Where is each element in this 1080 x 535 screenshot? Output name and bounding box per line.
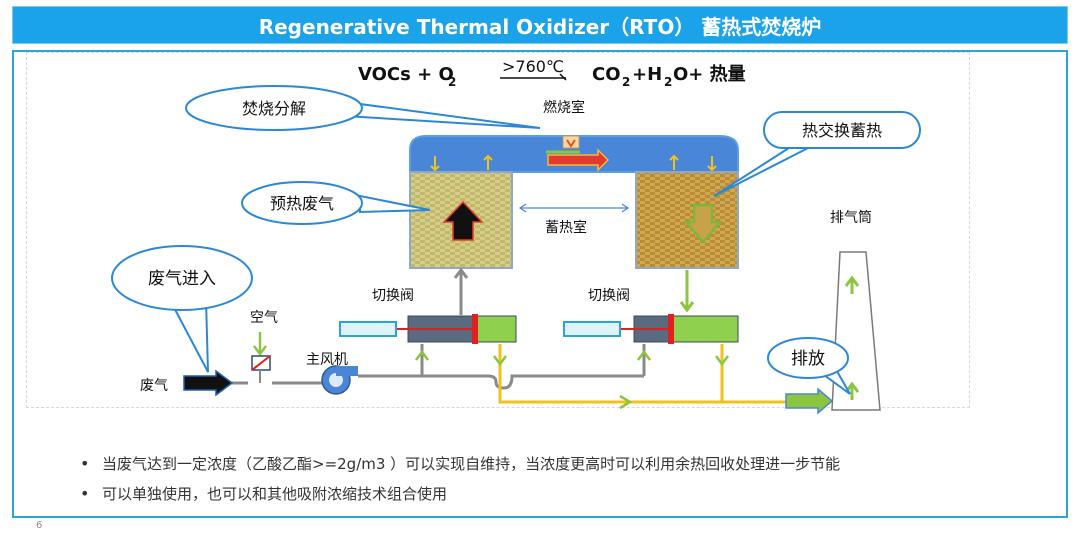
exhaust-stack	[831, 251, 881, 411]
stack-label: 排气筒	[830, 209, 872, 226]
diagram-area	[26, 52, 970, 408]
callout-preheat: 预热废气	[241, 181, 431, 225]
content-frame	[12, 50, 1068, 518]
equation-left-sub: 2	[448, 75, 456, 89]
title-bar: Regenerative Thermal Oxidizer（RTO） 蓄热式焚烧…	[12, 6, 1068, 44]
bullet-item: • 当废气达到一定浓度（乙酸乙酯>=2g/m3 ）可以实现自维持，当浓度更高时可…	[80, 448, 840, 478]
bullet-item: • 可以单独使用，也可以和其他吸附浓缩技术组合使用	[80, 478, 840, 508]
upflow-arrow-icon	[442, 200, 484, 241]
flow-arrow-right	[547, 148, 610, 172]
callout-preheat-text: 预热废气	[270, 194, 334, 213]
waste-gas-label: 废气	[140, 378, 168, 394]
regenerator-bed-right	[635, 171, 739, 269]
flame-icon	[566, 139, 576, 148]
equation-co: CO	[592, 64, 621, 85]
burner-icon	[562, 135, 580, 149]
regen-chamber-label: 蓄热室	[545, 219, 587, 236]
callout-discharge-text: 排放	[791, 349, 825, 369]
equation-h-sub: 2	[664, 75, 672, 89]
callout-heat-exchange: 热交换蓄热	[713, 111, 921, 197]
bullet-text: 当废气达到一定浓度（乙酸乙酯>=2g/m3 ）可以实现自维持，当浓度更高时可以利…	[102, 454, 841, 473]
callout-burn: 焚烧分解	[185, 85, 541, 131]
callout-inlet: 废气进入	[111, 245, 253, 373]
switch-valve-left	[339, 314, 517, 344]
equation-left: VOCs + O	[358, 64, 454, 85]
callout-discharge: 排放	[767, 337, 851, 395]
callout-inlet-text: 废气进入	[148, 269, 216, 289]
reaction-equation: VOCs + O 2 >760℃ CO 2 +H 2 O+ 热量	[358, 57, 746, 89]
equation-h: +H	[632, 64, 662, 85]
equation-co-sub: 2	[622, 75, 630, 89]
air-label: 空气	[250, 310, 278, 326]
switch-valve-right	[563, 314, 739, 344]
equation-condition: >760℃	[502, 57, 564, 76]
equation-arrow-head	[559, 73, 567, 81]
callout-heat-exchange-text: 热交换蓄热	[802, 121, 882, 140]
downflow-arrow-icon	[683, 203, 723, 244]
combustion-chamber-label: 燃烧室	[543, 99, 585, 116]
bullet-dot-icon: •	[80, 453, 90, 473]
combustion-chamber	[409, 135, 739, 173]
main-fan-label: 主风机	[306, 352, 348, 368]
pipe-gray-main	[358, 374, 644, 390]
callout-burn-text: 焚烧分解	[242, 99, 306, 118]
page-title: Regenerative Thermal Oxidizer（RTO） 蓄热式焚烧…	[258, 14, 822, 39]
discharge-arrow-icon	[785, 387, 834, 415]
chamber-small-arrows	[430, 154, 717, 172]
bullet-dot-icon: •	[80, 483, 90, 503]
valve-left-label: 切换阀	[372, 287, 414, 304]
page-number: 6	[36, 520, 43, 531]
waste-gas-arrow-icon	[183, 369, 234, 397]
equation-tail: O+ 热量	[673, 63, 746, 85]
bullet-list: • 当废气达到一定浓度（乙酸乙酯>=2g/m3 ）可以实现自维持，当浓度更高时可…	[80, 448, 840, 508]
valve-right-label: 切换阀	[588, 287, 630, 304]
bullet-text: 可以单独使用，也可以和其他吸附浓缩技术组合使用	[102, 484, 448, 503]
